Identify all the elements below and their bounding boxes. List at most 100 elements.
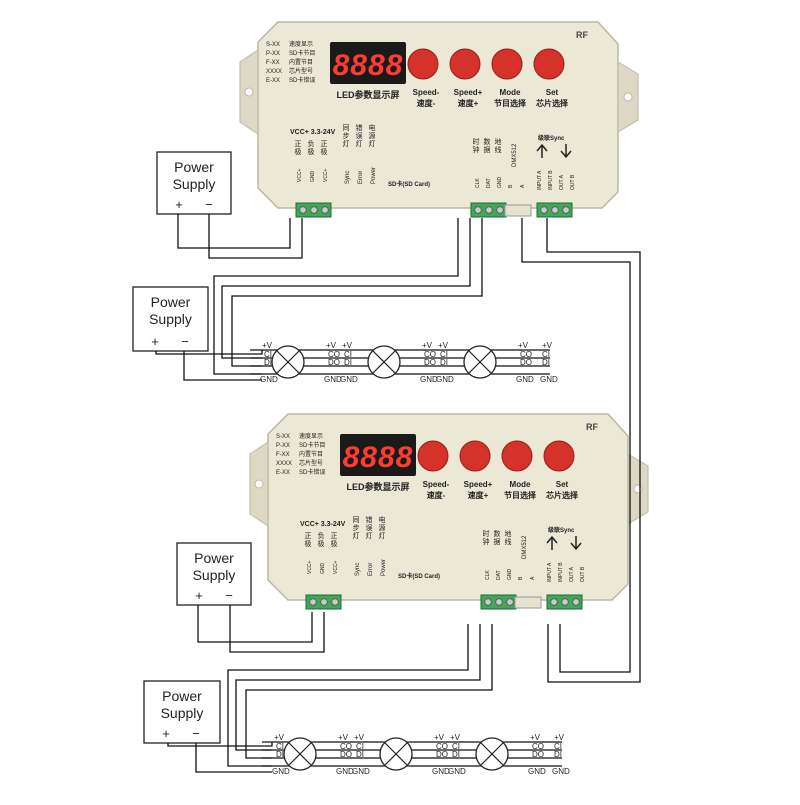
mounting-hole-icon bbox=[244, 87, 254, 97]
data-term: 时钟 bbox=[483, 529, 490, 546]
arrow-down-icon bbox=[570, 536, 582, 551]
label-vplus: +V bbox=[274, 733, 285, 742]
screw-icon bbox=[551, 206, 559, 214]
minus-terminal: − bbox=[205, 197, 213, 212]
power-supply-label: Supply bbox=[161, 705, 204, 721]
label-di: DI bbox=[264, 358, 272, 367]
power-pin: VCC+ bbox=[323, 168, 329, 182]
sync-pin: OUT B bbox=[570, 174, 576, 190]
label-ci: CI bbox=[440, 350, 448, 359]
legend-code: XXXX bbox=[266, 69, 282, 75]
button-label-en: Speed- bbox=[423, 480, 450, 489]
button-1 bbox=[417, 440, 449, 472]
sync-label: 级联Sync bbox=[537, 134, 565, 142]
screw-icon bbox=[320, 598, 328, 606]
label-gnd: GND bbox=[352, 767, 370, 776]
data-term: 地线 bbox=[505, 529, 512, 546]
button-label-en: Mode bbox=[510, 480, 531, 489]
screw-icon bbox=[572, 598, 580, 606]
power-supply-label: Power bbox=[194, 550, 234, 566]
label-co: CO bbox=[424, 350, 436, 359]
legend-code: P-XX bbox=[276, 443, 290, 449]
label-gnd: GND bbox=[436, 375, 454, 384]
dmx-pin: B bbox=[518, 576, 524, 580]
label-gnd: GND bbox=[432, 767, 450, 776]
sd-card-label: SD卡(SD Card) bbox=[388, 180, 430, 188]
button-label-en: Speed- bbox=[413, 88, 440, 97]
legend-desc: 速度显示 bbox=[299, 432, 323, 440]
button-2 bbox=[449, 48, 481, 80]
power-label: VCC+ 3.3-24V bbox=[300, 521, 346, 528]
wire bbox=[546, 218, 641, 683]
label-gnd: GND bbox=[448, 767, 466, 776]
arrow-down-icon bbox=[560, 144, 572, 159]
legend-desc: SD卡错误 bbox=[289, 76, 315, 84]
screw-icon bbox=[561, 598, 569, 606]
label-co: CO bbox=[436, 742, 448, 751]
label-do: DO bbox=[520, 358, 532, 367]
label-vplus: +V bbox=[326, 341, 337, 350]
button-label-cn: 节目选择 bbox=[494, 98, 527, 108]
led-indicator-label: 同步灯 bbox=[353, 516, 360, 540]
data-pin: CLK bbox=[485, 570, 491, 580]
legend-code: XXXX bbox=[276, 461, 292, 467]
legend-desc: SD卡节目 bbox=[289, 49, 315, 57]
button-label-cn: 节目选择 bbox=[504, 490, 537, 500]
pixel-cross bbox=[384, 742, 408, 766]
label-di: DI bbox=[276, 750, 284, 759]
led-indicator-en: Error bbox=[358, 171, 364, 184]
legend-code: E-XX bbox=[276, 470, 290, 476]
data-term: 数据 bbox=[484, 137, 491, 154]
screw-icon bbox=[485, 206, 493, 214]
led-indicator-en: Power bbox=[381, 559, 387, 576]
label-gnd: GND bbox=[260, 375, 278, 384]
screw-icon bbox=[496, 206, 504, 214]
pixel-chain-1: +VCIDIGND+VCODOGND+VCIDIGND+VCODOGND+VCI… bbox=[250, 341, 558, 384]
button-1 bbox=[407, 48, 439, 80]
button-label-cn: 速度- bbox=[427, 490, 446, 500]
sync-pin: INPUT A bbox=[547, 562, 553, 582]
label-vplus: +V bbox=[450, 733, 461, 742]
plus-terminal: + bbox=[175, 197, 183, 212]
power-pin: VCC+ bbox=[307, 560, 313, 574]
wire bbox=[235, 624, 481, 751]
sync-pin: OUT B bbox=[580, 566, 586, 582]
screw-icon bbox=[495, 598, 503, 606]
sync-pin: INPUT A bbox=[537, 170, 543, 190]
rf-label: RF bbox=[576, 30, 588, 40]
data-term: 数据 bbox=[494, 529, 501, 546]
label-vplus: +V bbox=[434, 733, 445, 742]
display-digits: 8888 bbox=[333, 49, 404, 82]
label-vplus: +V bbox=[554, 733, 565, 742]
label-di: DI bbox=[554, 750, 562, 759]
rf-label: RF bbox=[586, 422, 598, 432]
screw-icon bbox=[331, 598, 339, 606]
arrow-up-icon bbox=[546, 535, 558, 550]
legend-code: F-XX bbox=[276, 452, 290, 458]
wire bbox=[208, 214, 303, 259]
data-pin: CLK bbox=[475, 178, 481, 188]
led-indicator-label: 错误灯 bbox=[356, 123, 363, 148]
led-display bbox=[340, 434, 416, 476]
label-gnd: GND bbox=[420, 375, 438, 384]
button-label-cn: 速度+ bbox=[468, 490, 489, 500]
label-gnd: GND bbox=[552, 767, 570, 776]
label-vplus: +V bbox=[354, 733, 365, 742]
power-term: 负极 bbox=[318, 531, 325, 548]
power-supply-box bbox=[132, 286, 209, 352]
screw-icon bbox=[321, 206, 329, 214]
label-gnd: GND bbox=[324, 375, 342, 384]
led-display bbox=[330, 42, 406, 84]
label-vplus: +V bbox=[438, 341, 449, 350]
sd-card-label: SD卡(SD Card) bbox=[398, 572, 440, 580]
mounting-hole-icon bbox=[254, 479, 264, 489]
plus-terminal: + bbox=[162, 726, 170, 741]
power-pin: GND bbox=[310, 171, 316, 183]
label-do: DO bbox=[340, 750, 352, 759]
label-ci: CI bbox=[356, 742, 364, 751]
legend-desc: 内置节目 bbox=[299, 450, 323, 458]
label-ci: CI bbox=[452, 742, 460, 751]
label-vplus: +V bbox=[530, 733, 541, 742]
